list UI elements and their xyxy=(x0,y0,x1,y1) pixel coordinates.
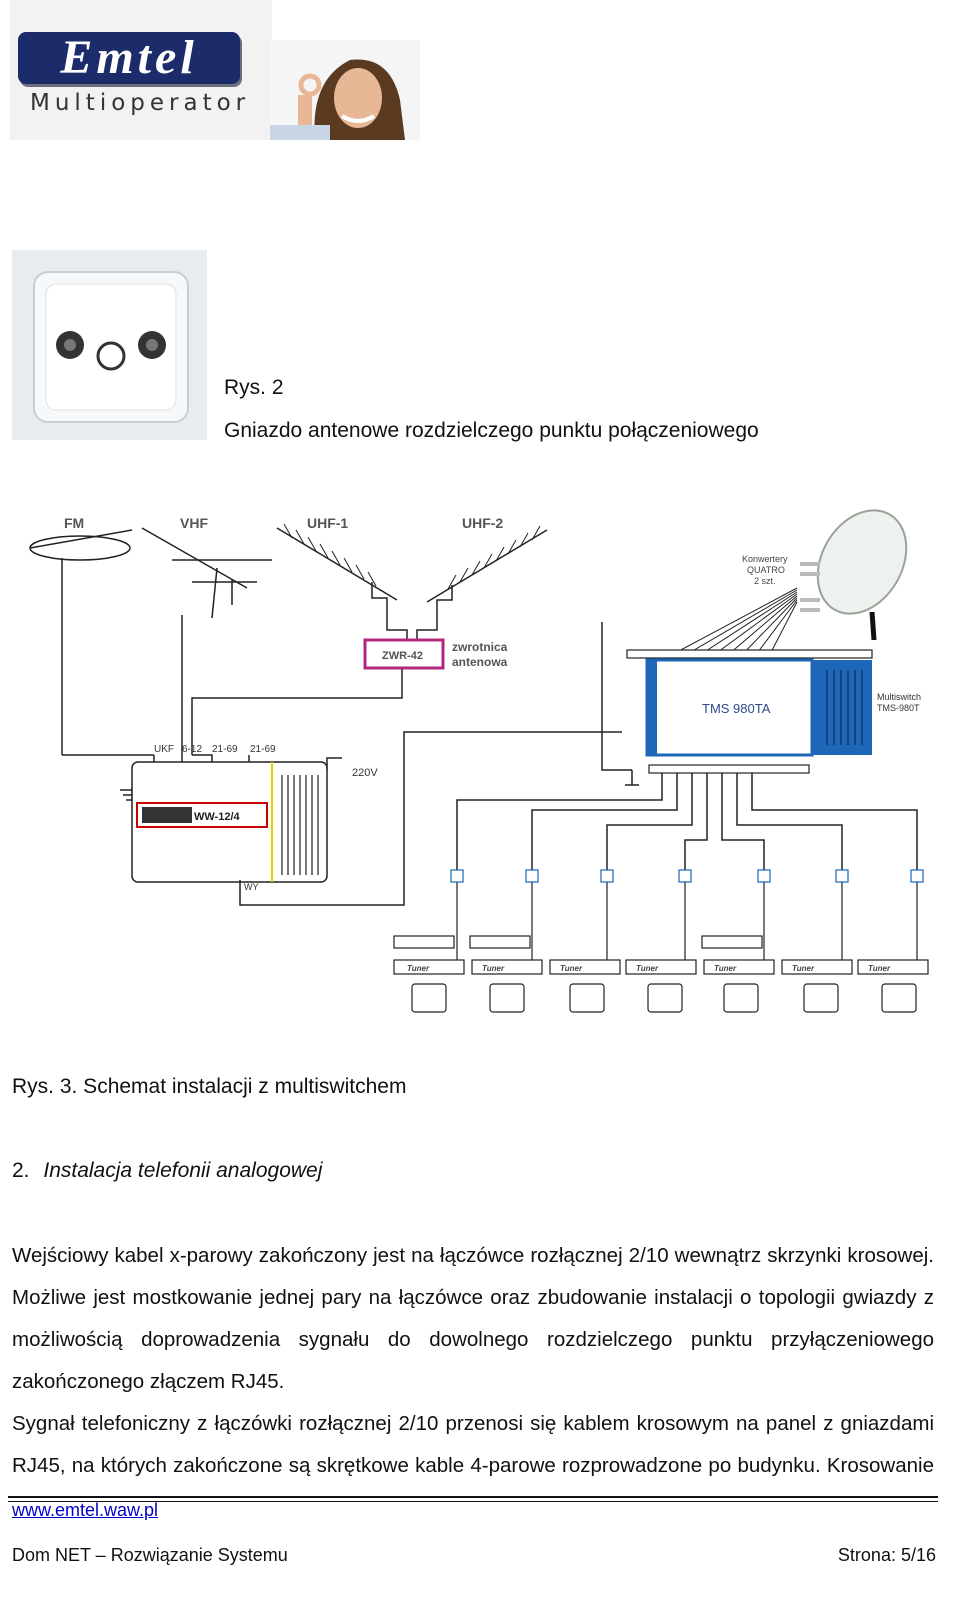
label-zwrotnica-2: antenowa xyxy=(452,655,508,669)
satellite-dish xyxy=(816,509,908,615)
logo-subtitle: Multioperator xyxy=(30,90,251,116)
tuner-label: Tuner xyxy=(407,964,430,973)
tuner-label: Tuner xyxy=(868,964,891,973)
label-uhf2: UHF-2 xyxy=(462,515,503,531)
footer-document-title: Dom NET – Rozwiązanie Systemu xyxy=(12,1545,288,1565)
label-zwrotnica-1: zwrotnica xyxy=(452,640,508,654)
zwr-box xyxy=(363,638,445,670)
label-amplifier: WW-12/4 xyxy=(194,811,240,823)
footer-rule xyxy=(8,1496,938,1498)
label-ch-6-12: 6-12 xyxy=(182,744,202,755)
figure3-caption: Rys. 3. Schemat instalacji z multiswitch… xyxy=(12,1075,407,1098)
label-konwertery-1: Konwertery xyxy=(742,554,788,564)
paragraph-1: Wejściowy kabel x-parowy zakończony jest… xyxy=(12,1244,934,1267)
label-multiswitch-2: TMS-980T xyxy=(877,703,920,713)
paragraph-3: Sygnał telefoniczny z łączówki rozłączne… xyxy=(12,1412,934,1477)
label-ch-21-69-a: 21-69 xyxy=(212,744,238,755)
figure2-caption: Gniazdo antenowe rozdzielczego punktu po… xyxy=(224,419,759,442)
section-title: Instalacja telefonii analogowej xyxy=(43,1159,323,1182)
tuner-label: Tuner xyxy=(636,964,659,973)
label-konwertery-3: 2 szt. xyxy=(754,576,776,586)
label-ukf: UKF xyxy=(154,744,174,755)
label-zwr: ZWR-42 xyxy=(382,650,423,662)
logo-text: Emtel xyxy=(60,31,198,84)
label-konwertery-2: QUATRO xyxy=(747,565,785,575)
footer-website-link[interactable]: www.emtel.waw.pl xyxy=(12,1500,159,1520)
label-tms: TMS 980TA xyxy=(702,701,771,716)
tuner-label: Tuner xyxy=(714,964,737,973)
multiswitch-box xyxy=(645,658,814,757)
logo-badge xyxy=(18,32,240,84)
tuner-label: Tuner xyxy=(560,964,583,973)
multiswitch-diagram: FM VHF UHF-1 UHF-2 ZWR-42 zwrotnica ante… xyxy=(29,509,929,1013)
antenna-socket-photo xyxy=(12,250,207,440)
section-number: 2. xyxy=(12,1159,30,1182)
label-vhf: VHF xyxy=(180,515,208,531)
label-multiswitch-1: Multiswitch xyxy=(877,692,921,702)
label-ch-21-69-b: 21-69 xyxy=(250,744,276,755)
footer-rule-thin xyxy=(8,1501,938,1502)
label-uhf1: UHF-1 xyxy=(307,515,348,531)
section-heading: 2. Instalacja telefonii analogowej xyxy=(12,1159,322,1183)
logo-person-image xyxy=(270,40,420,140)
label-220v: 220V xyxy=(352,767,378,779)
label-wy: WY xyxy=(244,882,259,892)
tuner-label: Tuner xyxy=(482,964,505,973)
figure2-label: Rys. 2 xyxy=(224,376,284,399)
paragraph-2: Możliwe jest mostkowanie jednej pary na … xyxy=(12,1286,934,1393)
tuner-label: Tuner xyxy=(792,964,815,973)
footer-page-number: Strona: 5/16 xyxy=(837,1545,936,1565)
label-fm: FM xyxy=(64,515,84,531)
